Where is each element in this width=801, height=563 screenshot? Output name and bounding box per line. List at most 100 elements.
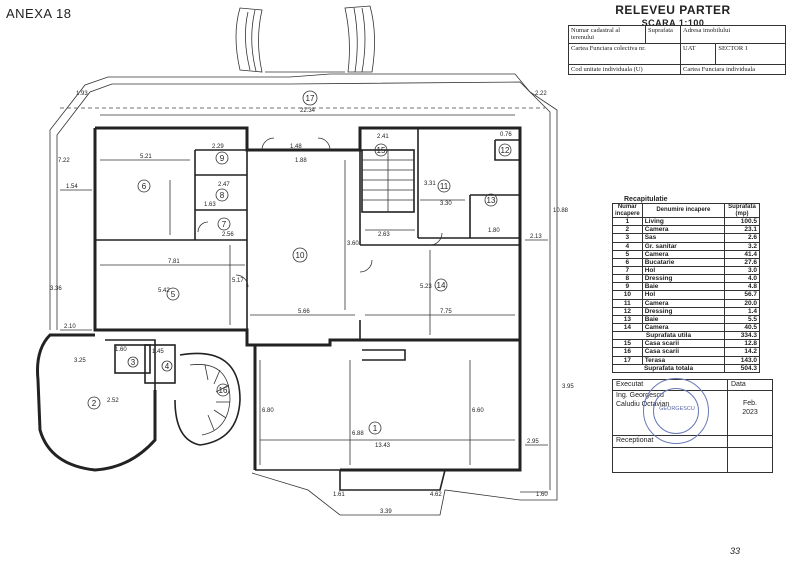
- uat-value-cell: SECTOR 1: [715, 42, 786, 65]
- room-marker-5: [166, 287, 180, 301]
- dim-label: 22.34: [300, 108, 316, 114]
- dim-label: 13.43: [375, 443, 391, 449]
- dim-label: 2.47: [218, 182, 230, 188]
- dim-label: 3.39: [380, 509, 392, 515]
- recap-cell-area: 3.2: [724, 241, 760, 251]
- recap-cell-name: Camera: [641, 298, 726, 308]
- dim-label: 1.54: [66, 184, 78, 190]
- dim-label: 1.93: [76, 91, 88, 97]
- dim-label: 3.95: [562, 384, 574, 390]
- room-label-11: 11: [440, 182, 449, 191]
- recap-cell-nr: 2: [612, 225, 643, 235]
- recap-cell-nr: 4: [612, 241, 643, 251]
- recap-total-name: Terasa: [641, 355, 726, 365]
- author-line-2: Caludiu Octavian: [616, 400, 670, 408]
- recap-cell-area: 23.1: [724, 225, 760, 235]
- recap-cell-nr: 12: [612, 306, 643, 316]
- recap-total-area: 12.8: [724, 339, 760, 349]
- scale-text: SCARA 1:100: [641, 18, 705, 28]
- dim-label: 4.62: [430, 492, 442, 498]
- engineer-stamp: GEORGESCU: [643, 378, 709, 444]
- room-label-12: 12: [501, 146, 510, 155]
- room-marker-15: [374, 143, 388, 157]
- door-swings: [197, 137, 443, 288]
- recap-total-name: Casa scarii: [641, 347, 726, 357]
- dimension-labels: 22.34 5.21 2.29 2.47 1.63 2.56 1.48 1.88…: [50, 91, 574, 515]
- annex-label: ANEXA 18: [6, 6, 72, 21]
- room-label-5: 5: [171, 290, 176, 299]
- cadastral-table: Numar cadastral al terenului Suprafata A…: [568, 25, 786, 76]
- received-date-cell: [727, 435, 773, 448]
- dim-label: 5.42: [158, 288, 170, 294]
- date-label: Data: [727, 378, 773, 392]
- recap-cell-name: Hol: [641, 266, 726, 276]
- room-marker-3: [127, 356, 139, 368]
- dim-label: 6.88: [352, 431, 364, 437]
- recap-cell-name: Baie: [641, 314, 726, 325]
- dim-label: 5.66: [298, 309, 310, 315]
- collective-land-book-cell: Cartea Funciara colectiva nr.: [568, 42, 681, 65]
- room-label-4: 4: [165, 362, 170, 371]
- recap-cell-name: Dressing: [641, 306, 726, 316]
- recap-header-nr: Numar incapere: [612, 202, 643, 219]
- dim-label: 1.88: [295, 158, 307, 164]
- dim-label: 2.63: [378, 232, 390, 238]
- recap-cell-area: 27.6: [724, 257, 760, 268]
- date-line-1: Feb.: [742, 400, 757, 408]
- author-line-1: Ing. Georgescu: [616, 392, 664, 400]
- recap-cell-name: Camera: [641, 249, 726, 259]
- recap-header-area: Suprafata (mp): [724, 202, 760, 219]
- dim-label: 2.56: [222, 232, 234, 238]
- dimension-lines: [60, 114, 548, 493]
- drawing-title: RELEVEU PARTER SCARA 1:100: [608, 3, 738, 28]
- uat-label-cell: UAT: [679, 42, 717, 65]
- room-markers: 6 9 8 7 5 10 15 11 12 13 14 17 1 2 3 4 1…: [87, 90, 512, 435]
- recap-cell-area: 4.8: [724, 282, 760, 292]
- recap-cell-area: 100.5: [724, 217, 760, 227]
- dim-label: 2.13: [530, 234, 542, 240]
- dim-label: 6.60: [472, 408, 484, 414]
- room-label-16: 16: [219, 386, 228, 395]
- recap-total-area: 14.2: [724, 347, 760, 357]
- room-marker-2: [87, 396, 101, 410]
- recap-total-area: 334.3: [724, 331, 760, 341]
- recap-cell-nr: 8: [612, 274, 643, 284]
- recap-cell-nr: 13: [612, 314, 643, 325]
- dim-label: 6.80: [262, 408, 274, 414]
- room-label-8: 8: [220, 191, 225, 200]
- recap-cell-nr: 14: [612, 323, 643, 333]
- room-marker-10: [292, 247, 308, 263]
- recap-cell-area: 20.0: [724, 298, 760, 308]
- recap-title: Recapitulatie: [624, 196, 668, 203]
- building-walls: [93, 126, 522, 491]
- dim-label: 2.10: [64, 324, 76, 330]
- area-cell: Suprafata: [645, 25, 681, 44]
- recap-cell-name: Hol: [641, 290, 726, 300]
- dim-label: 5.17: [232, 278, 244, 284]
- dim-label: 1.48: [290, 144, 302, 150]
- recap-cell-name: Living: [641, 217, 726, 227]
- recap-cell-nr: 5: [612, 249, 643, 259]
- room-marker-16: [216, 383, 230, 397]
- recap-table: Numar incapere Denumire incapere Suprafa…: [612, 202, 760, 373]
- room-label-6: 6: [142, 182, 147, 191]
- individual-land-book-cell: Cartea Funciara individuala: [680, 63, 786, 76]
- recap-cell-nr: 3: [612, 233, 643, 243]
- recap-cell-nr: 11: [612, 298, 643, 308]
- room-marker-14: [434, 278, 448, 292]
- page-number: 33: [730, 546, 741, 556]
- room-marker-1: [368, 421, 382, 435]
- recap-cell-name: Sas: [641, 233, 726, 243]
- recap-cell-nr: 7: [612, 266, 643, 276]
- staircase-15: [361, 149, 415, 213]
